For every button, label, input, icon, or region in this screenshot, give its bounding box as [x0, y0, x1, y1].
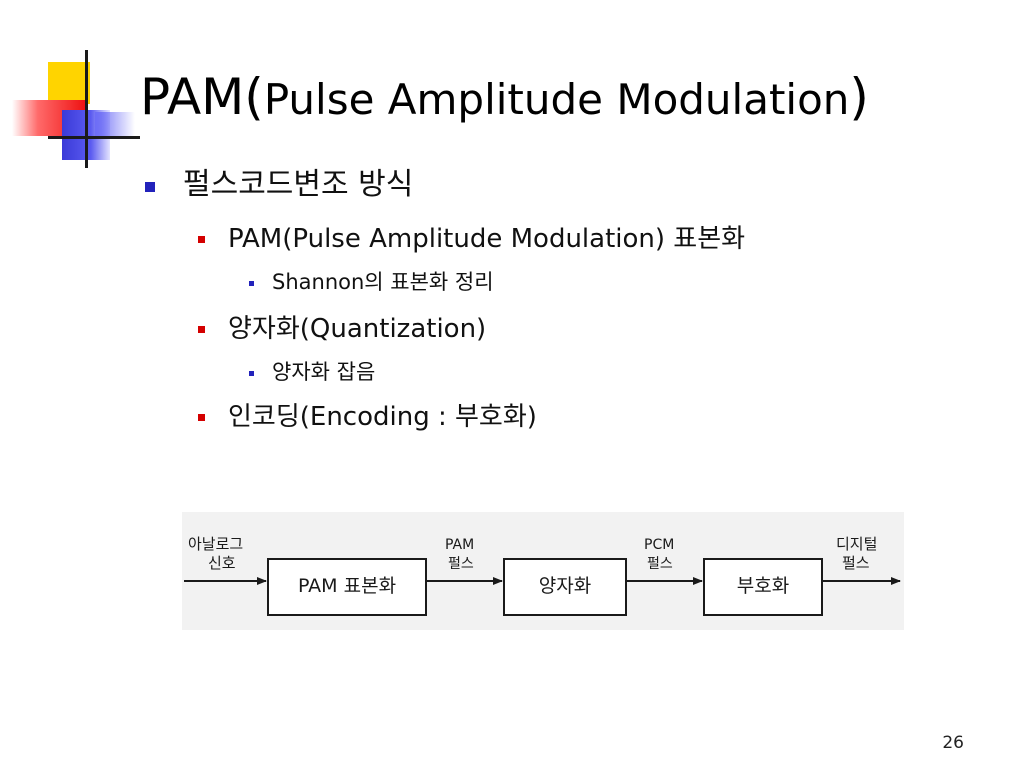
square-bullet-icon — [198, 326, 205, 333]
bullet-item: PAM(Pulse Amplitude Modulation) 표본화 — [198, 224, 746, 254]
bullet-item: 양자화(Quantization) — [198, 314, 487, 344]
title-body: Pulse Amplitude Modulation — [263, 75, 850, 124]
square-bullet-icon — [249, 371, 254, 376]
pam-sampling-block — [267, 558, 427, 616]
bullet-text: PAM(Pulse Amplitude Modulation) 표본화 — [228, 224, 746, 254]
square-bullet-icon — [198, 414, 205, 421]
output-label-line1: 디지털 — [836, 535, 877, 553]
decorative-yellow-square — [48, 62, 90, 104]
output-label-line2: 펄스 — [842, 554, 870, 572]
bullet-text: 양자화 잡음 — [272, 360, 376, 384]
bullet-item: 양자화 잡음 — [249, 360, 376, 384]
encoding-label: 부호화 — [737, 575, 789, 597]
decorative-blue-fade — [95, 112, 135, 136]
page-number: 26 — [942, 733, 964, 753]
pcm-pulse-label-line2: 펄스 — [647, 556, 673, 572]
bullet-item: Shannon의 표본화 정리 — [249, 270, 494, 294]
pcm-pulse-label-line1: PCM — [644, 537, 674, 553]
encoding-block — [703, 558, 823, 616]
square-bullet-icon — [249, 281, 254, 286]
pcm-block-diagram: 아날로그 신호 PAM 표본화 PAM 펄스 양자화 PCM 펄스 부호화 디지… — [182, 512, 904, 630]
pam-sampling-label: PAM 표본화 — [298, 575, 396, 597]
quantization-block — [503, 558, 627, 616]
pam-pulse-label-line2: 펄스 — [448, 556, 474, 572]
slide-title: PAM(Pulse Amplitude Modulation) — [140, 72, 869, 122]
square-bullet-icon — [198, 236, 205, 243]
decorative-vertical-line — [85, 50, 88, 168]
bullet-item: 펄스코드변조 방식 — [145, 167, 414, 202]
square-bullet-icon — [145, 182, 155, 192]
diagram-canvas: 아날로그 신호 PAM 표본화 PAM 펄스 양자화 PCM 펄스 부호화 디지… — [184, 535, 901, 616]
quantization-label: 양자화 — [539, 575, 591, 597]
pam-pulse-label-line1: PAM — [445, 537, 474, 553]
bullet-item: 인코딩(Encoding : 부호화) — [198, 402, 537, 432]
title-suffix: ) — [849, 68, 869, 126]
decorative-horizontal-line — [48, 136, 140, 139]
bullet-text: Shannon의 표본화 정리 — [272, 270, 494, 294]
bullet-text: 양자화(Quantization) — [228, 314, 487, 344]
bullet-text: 인코딩(Encoding : 부호화) — [228, 402, 537, 432]
input-label-line1: 아날로그 — [188, 535, 243, 553]
bullet-text: 펄스코드변조 방식 — [183, 167, 414, 202]
title-prefix: PAM( — [140, 68, 264, 126]
input-label-line2: 신호 — [208, 554, 236, 572]
